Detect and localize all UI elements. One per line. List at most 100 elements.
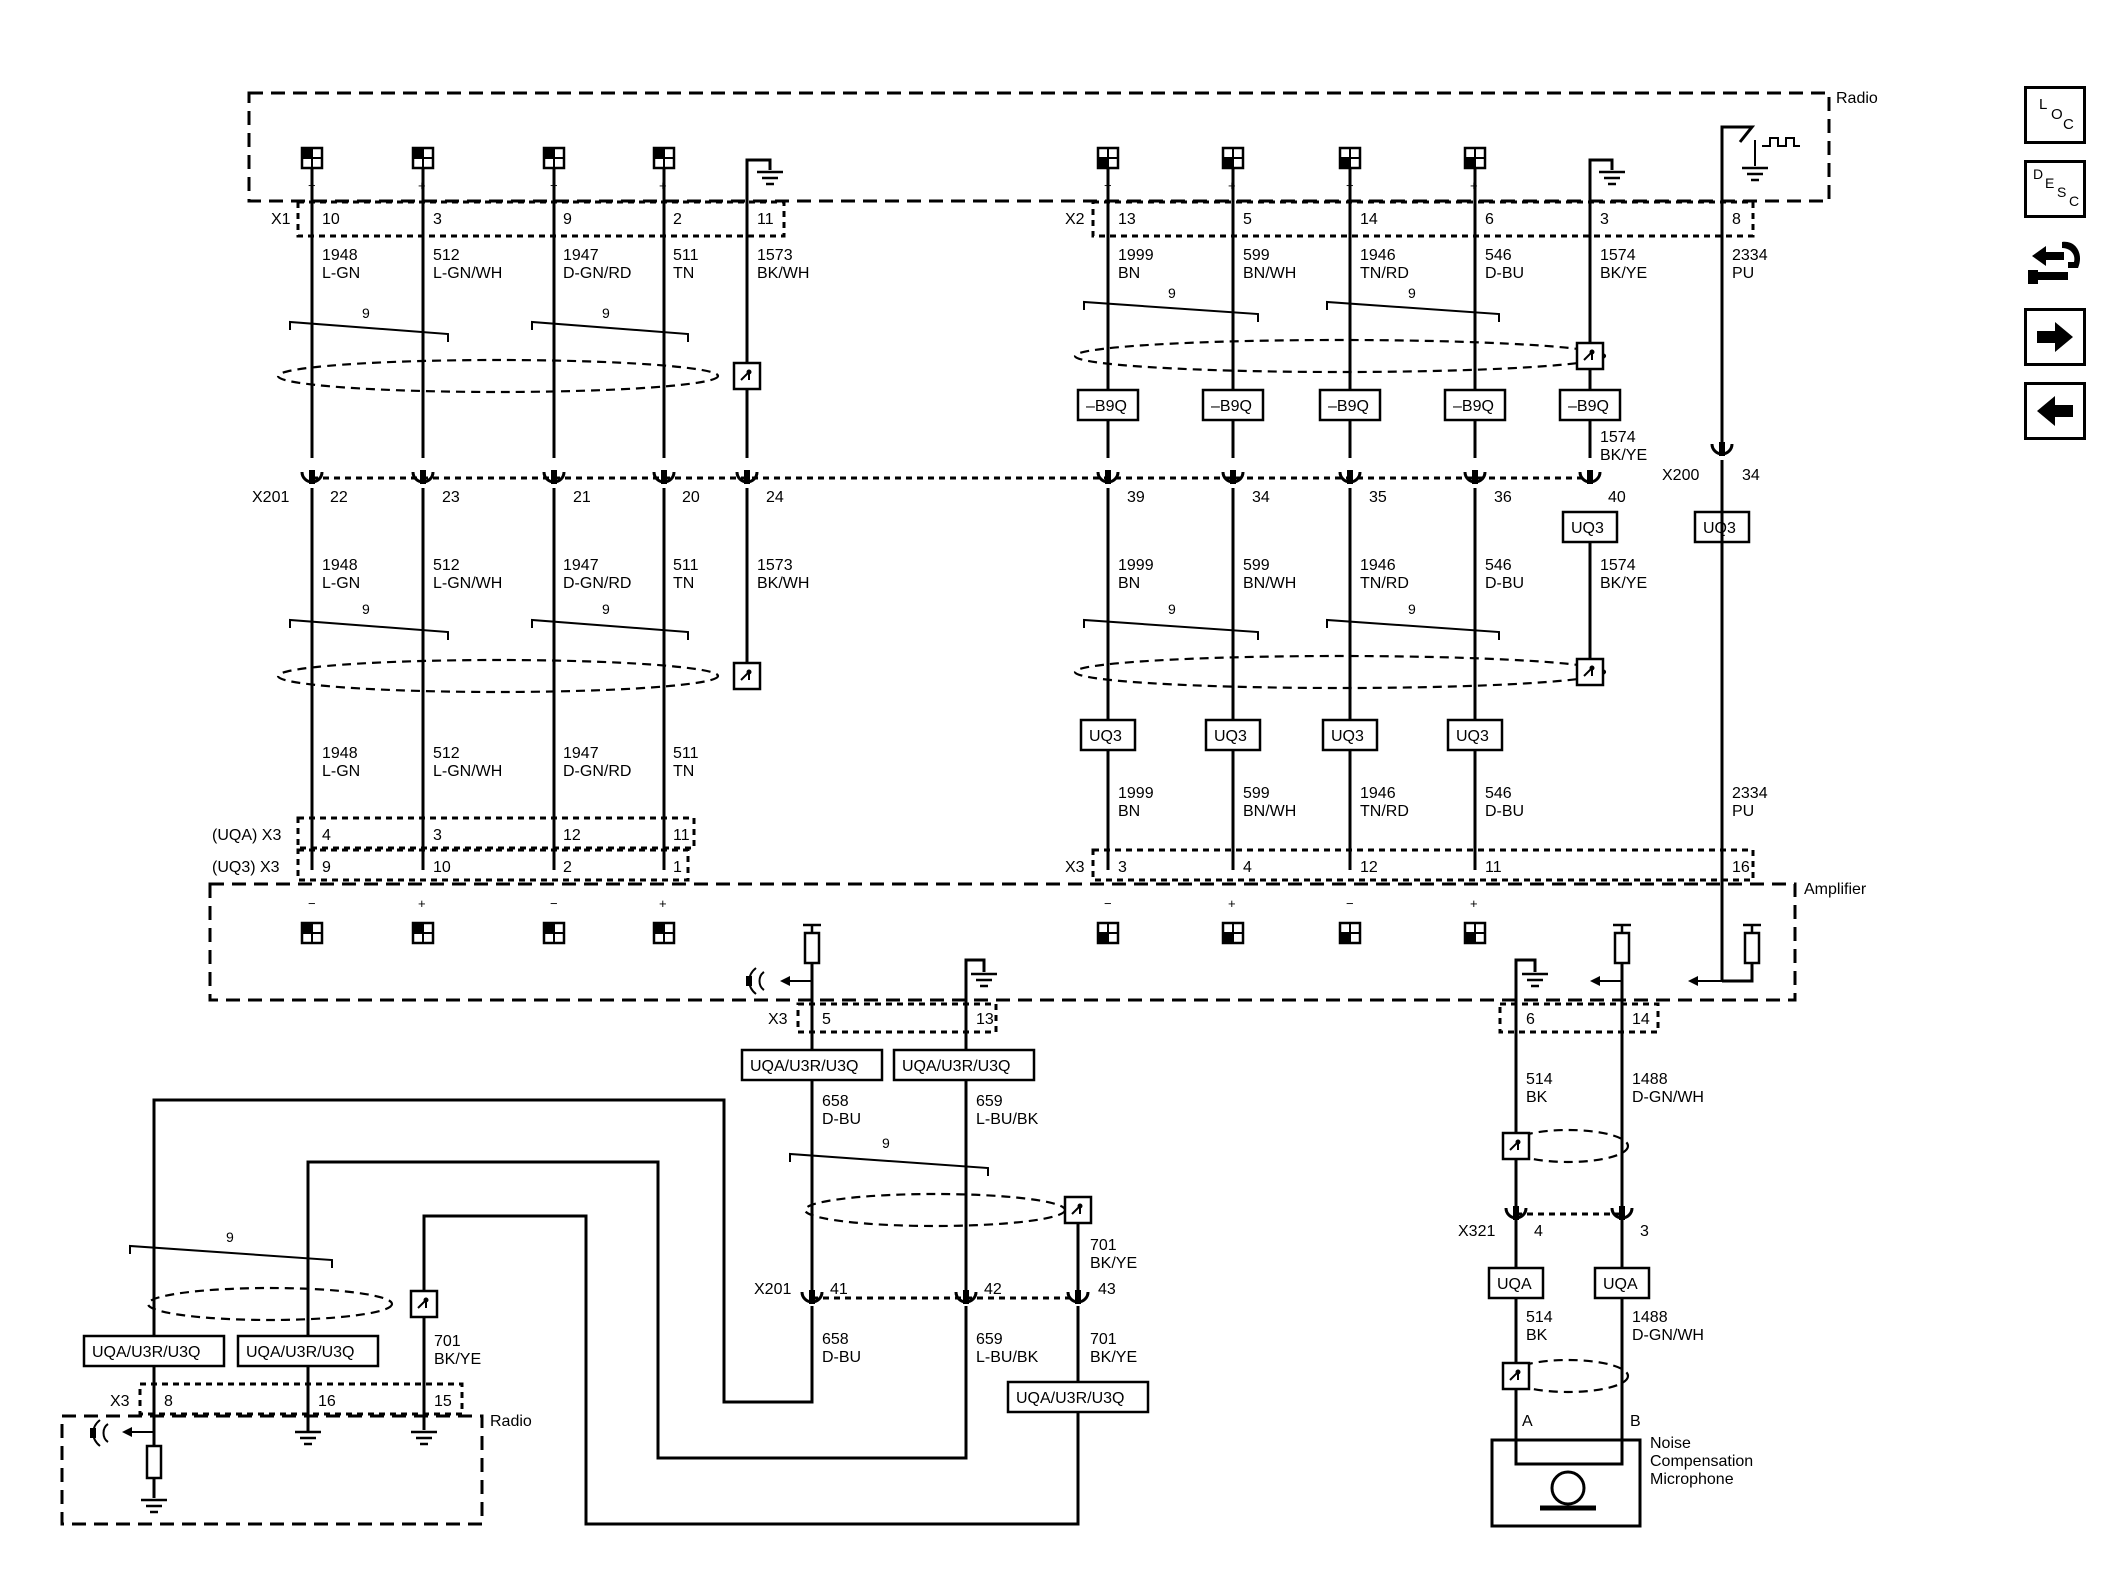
svg-text:512: 512 (433, 745, 460, 762)
svg-text:546: 546 (1485, 785, 1512, 802)
svg-text:UQA/U3R/U3Q: UQA/U3R/U3Q (92, 1344, 200, 1361)
amplifier-internal-symbols (746, 923, 1763, 1110)
svg-text:10: 10 (433, 859, 451, 876)
routing-wires (152, 1098, 1080, 1526)
svg-text:20: 20 (682, 489, 700, 506)
svg-text:39: 39 (1127, 489, 1145, 506)
svg-text:1573: 1573 (757, 247, 793, 264)
svg-text:BN/WH: BN/WH (1243, 265, 1296, 282)
svg-text:16: 16 (1732, 859, 1750, 876)
svg-text:−: − (308, 896, 316, 911)
svg-text:3: 3 (433, 827, 442, 844)
uq3-x3-pins: 9 10 2 1 (322, 859, 682, 876)
amp-x3-right-label: X3 (1065, 859, 1085, 876)
svg-text:1946: 1946 (1360, 557, 1396, 574)
prev-page-button[interactable] (2024, 382, 2086, 440)
svg-text:UQ3: UQ3 (1089, 728, 1122, 745)
svg-text:9: 9 (1168, 285, 1176, 301)
svg-text:BK/YE: BK/YE (434, 1351, 481, 1368)
upper-wires (310, 168, 1592, 458)
svg-text:6: 6 (1526, 1011, 1535, 1028)
svg-text:34: 34 (1252, 489, 1270, 506)
x201-label: X201 (252, 489, 289, 506)
svg-text:1999: 1999 (1118, 247, 1154, 264)
svg-text:701: 701 (1090, 1331, 1117, 1348)
svg-text:9: 9 (602, 305, 610, 321)
b9q-option-boxes: –B9Q –B9Q –B9Q –B9Q –B9Q (1076, 388, 1622, 422)
uq3-x3-label: (UQ3) X3 (212, 859, 280, 876)
uqa-x3-label: (UQA) X3 (212, 827, 281, 844)
svg-text:UQ3: UQ3 (1456, 728, 1489, 745)
svg-text:514: 514 (1526, 1309, 1553, 1326)
next-page-button[interactable] (2024, 308, 2086, 366)
svg-text:42: 42 (984, 1281, 1002, 1298)
bottom-left-option-boxes: UQA/U3R/U3Q UQA/U3R/U3Q (82, 1334, 380, 1368)
desc-button[interactable]: D E S C (2024, 160, 2086, 218)
svg-text:658: 658 (822, 1093, 849, 1110)
svg-text:658: 658 (822, 1331, 849, 1348)
radio-speaker-terminals (300, 146, 1487, 170)
svg-text:1488: 1488 (1632, 1071, 1668, 1088)
svg-text:24: 24 (766, 489, 784, 506)
svg-text:514: 514 (1526, 1071, 1553, 1088)
svg-text:11: 11 (1485, 859, 1502, 876)
svg-text:BN: BN (1118, 575, 1140, 592)
svg-text:TN: TN (673, 265, 694, 282)
loc-icon: L O C (2039, 96, 2074, 133)
svg-text:43: 43 (1098, 1281, 1116, 1298)
svg-text:599: 599 (1243, 557, 1270, 574)
x2-label: X2 (1065, 211, 1085, 228)
svg-text:−: − (1346, 896, 1354, 911)
svg-text:12: 12 (563, 827, 581, 844)
svg-text:1488: 1488 (1632, 1309, 1668, 1326)
radio-label: Radio (1836, 90, 1878, 107)
svg-text:BN: BN (1118, 265, 1140, 282)
shield-row2 (276, 654, 1607, 694)
svg-text:D-BU: D-BU (822, 1111, 861, 1128)
svg-text:9: 9 (1408, 601, 1416, 617)
svg-text:701: 701 (1090, 1237, 1117, 1254)
svg-text:L-GN/WH: L-GN/WH (433, 763, 502, 780)
svg-text:41: 41 (830, 1281, 848, 1298)
svg-text:1947: 1947 (563, 745, 599, 762)
svg-text:–B9Q: –B9Q (1086, 398, 1127, 415)
svg-text:1: 1 (673, 859, 682, 876)
svg-text:UQ3: UQ3 (1214, 728, 1247, 745)
svg-text:S: S (2057, 184, 2066, 200)
svg-text:13: 13 (976, 1011, 994, 1028)
svg-text:1999: 1999 (1118, 557, 1154, 574)
bottom-left-twist-shield: 9 (129, 1229, 439, 1322)
radio-bottom-internal (90, 1419, 439, 1514)
svg-text:+: + (1470, 896, 1478, 911)
svg-text:+: + (659, 896, 667, 911)
svg-text:TN: TN (673, 575, 694, 592)
desc-icon: D E S C (2033, 166, 2079, 209)
svg-text:–B9Q: –B9Q (1453, 398, 1494, 415)
mic-uqa-boxes: UQA UQA (1487, 1266, 1651, 1300)
x201-lower-pins: 41 42 43 (830, 1281, 1116, 1298)
svg-text:D-GN/RD: D-GN/RD (563, 763, 631, 780)
loc-button[interactable]: L O C (2024, 86, 2086, 144)
svg-text:UQA/U3R/U3Q: UQA/U3R/U3Q (246, 1344, 354, 1361)
svg-text:D-BU: D-BU (1485, 575, 1524, 592)
svg-text:TN/RD: TN/RD (1360, 803, 1409, 820)
svg-text:9: 9 (226, 1229, 234, 1245)
svg-text:BK: BK (1526, 1327, 1548, 1344)
svg-text:BK/YE: BK/YE (1090, 1255, 1137, 1272)
shield-row1 (276, 338, 1607, 394)
svg-text:1947: 1947 (563, 247, 599, 264)
microphone-label: Noise Compensation Microphone (1650, 1435, 1758, 1488)
svg-text:512: 512 (433, 557, 460, 574)
svg-text:O: O (2051, 106, 2063, 123)
svg-text:546: 546 (1485, 247, 1512, 264)
connector-button[interactable] (2024, 234, 2086, 292)
amplifier-module-outline (208, 882, 1797, 1002)
x201-lower-option-text: UQA/U3R/U3Q (1016, 1390, 1124, 1407)
svg-text:−: − (1104, 896, 1112, 911)
arrow-left-icon (2037, 396, 2073, 426)
twisted-pair-marks-row2: 9 9 9 9 (289, 601, 1500, 640)
